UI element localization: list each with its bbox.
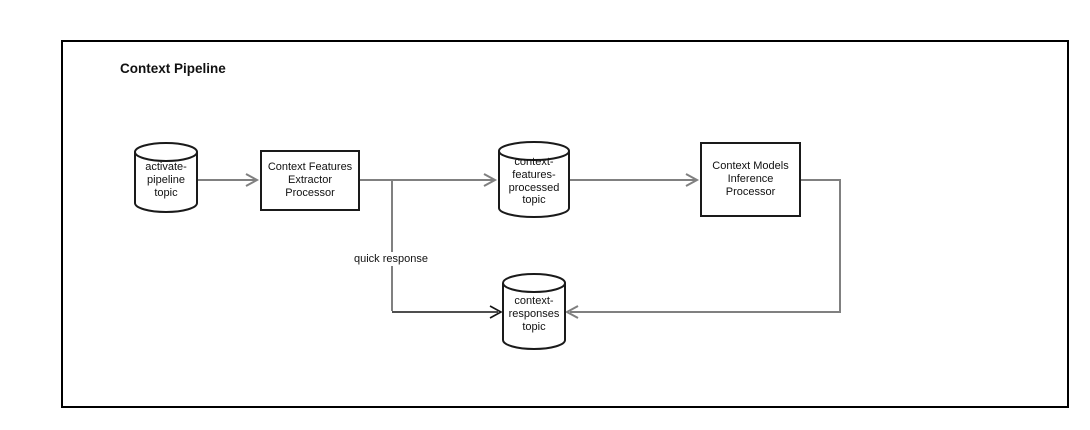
- node-context-features-extractor-processor: Context Features Extractor Processor: [260, 150, 360, 211]
- node-label-activate-pipeline-topic: activate- pipeline topic: [145, 161, 187, 199]
- cylinder-shape-icon: [134, 142, 198, 213]
- diagram-frame: [61, 40, 1069, 408]
- cylinder-shape-icon: [502, 273, 566, 350]
- node-activate-pipeline-topic: activate- pipeline topic: [134, 142, 198, 213]
- cylinder-shape-icon: [498, 141, 570, 218]
- edge-label-quick-response: quick response: [346, 252, 436, 266]
- diagram-title: Context Pipeline: [120, 61, 226, 76]
- node-context-models-inference-processor: Context Models Inference Processor: [700, 142, 801, 217]
- node-context-responses-topic: context- responses topic: [502, 273, 566, 350]
- node-label-context-responses-topic: context- responses topic: [508, 295, 560, 333]
- node-label-context-features-processed-topic: context- features- processed topic: [508, 155, 560, 207]
- node-context-features-processed-topic: context- features- processed topic: [498, 141, 570, 218]
